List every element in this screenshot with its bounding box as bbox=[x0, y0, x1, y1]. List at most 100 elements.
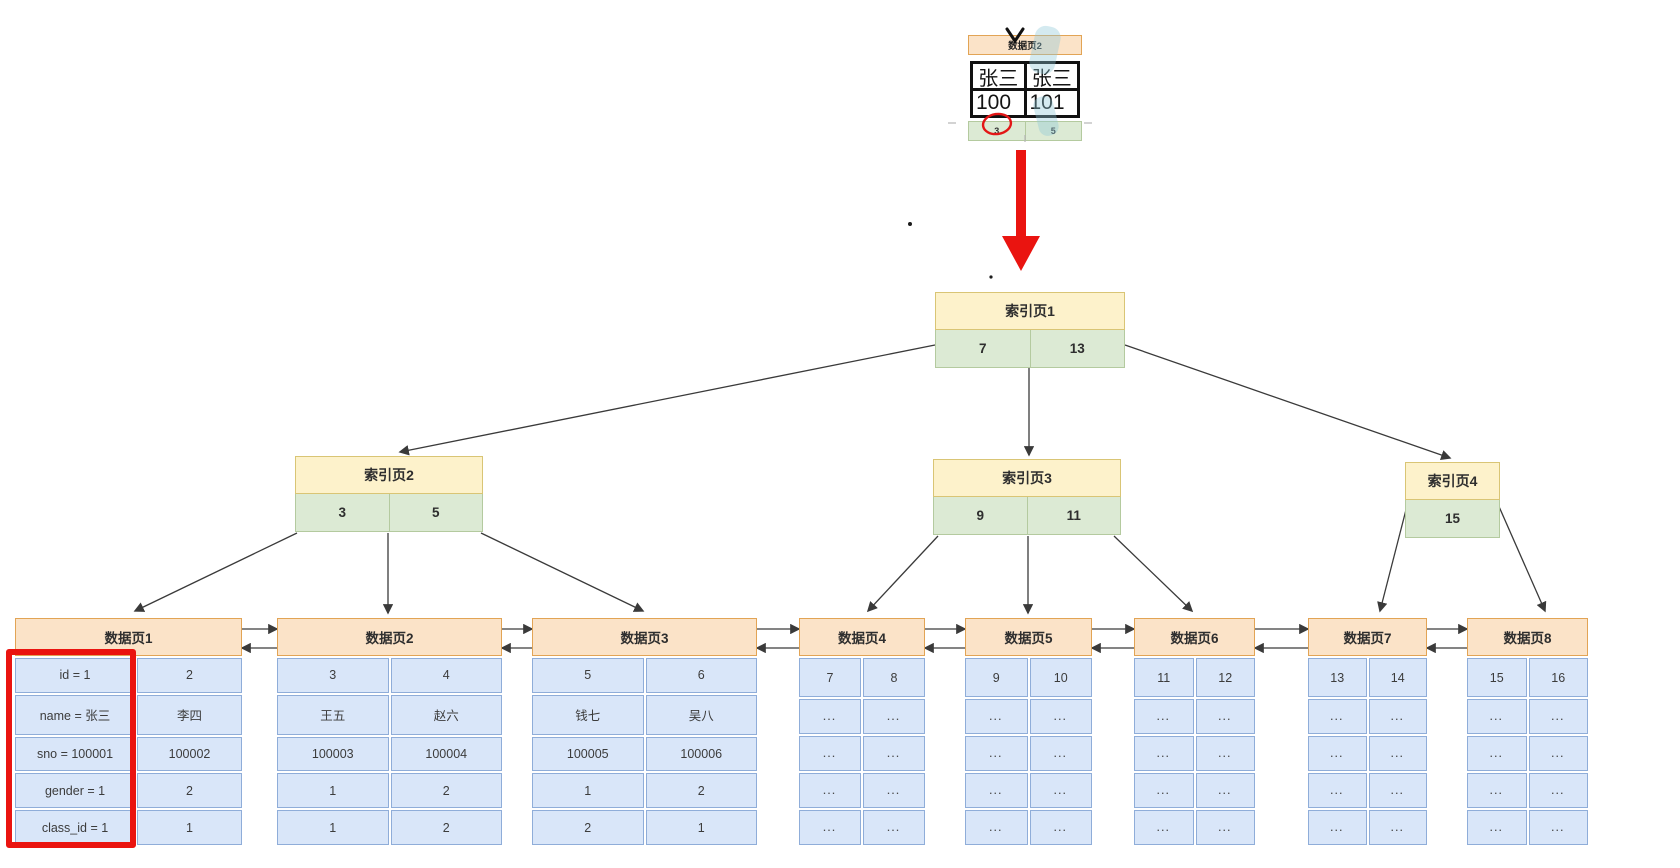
data-cell: ... bbox=[1134, 699, 1194, 734]
data-cell: ... bbox=[965, 736, 1028, 771]
data-cell: ... bbox=[1308, 810, 1367, 845]
data-cell: ... bbox=[1528, 699, 1588, 734]
edge-index3-to-data4 bbox=[866, 535, 939, 613]
data-cell: ... bbox=[1308, 736, 1367, 771]
data-cell: ... bbox=[799, 810, 861, 845]
data-cell: 12 bbox=[1195, 658, 1255, 697]
data-cell: ... bbox=[1029, 810, 1092, 845]
index-key-cell: 5 bbox=[389, 494, 483, 532]
data-cell: 1 bbox=[277, 773, 389, 809]
data-cell: 100002 bbox=[137, 736, 242, 772]
data-cell: 2 bbox=[137, 658, 242, 693]
mini-record-table: 张三 张三 100 101 bbox=[970, 61, 1080, 118]
data-cell: ... bbox=[863, 699, 925, 734]
data-cell: ... bbox=[1029, 736, 1092, 771]
data-cell: gender = 1 bbox=[15, 773, 135, 809]
data-cell: ... bbox=[1029, 773, 1092, 808]
data-cell: 李四 bbox=[137, 694, 242, 735]
data-cell: 赵六 bbox=[390, 694, 502, 735]
mini-key-cell: 3 bbox=[968, 121, 1026, 141]
index-page: 索引页4 15 bbox=[1405, 462, 1500, 538]
stray-dot bbox=[989, 275, 993, 279]
index-key-cell: 11 bbox=[1027, 497, 1121, 535]
index-key-cell: 3 bbox=[295, 494, 390, 532]
data-cell: ... bbox=[1195, 736, 1255, 771]
data-page-title: 数据页8 bbox=[1467, 618, 1588, 656]
data-cell: ... bbox=[1467, 773, 1527, 808]
data-cell: 10 bbox=[1029, 658, 1092, 697]
data-cell: ... bbox=[1134, 773, 1194, 808]
mini-data-page: 数据页2 张三 张三 100 101 3 5 bbox=[968, 35, 1082, 141]
data-cell: 6 bbox=[645, 658, 757, 693]
index-page-title: 索引页2 bbox=[295, 456, 483, 494]
index-key-cell: 9 bbox=[933, 497, 1028, 535]
data-cell: 15 bbox=[1467, 658, 1527, 697]
data-cell: ... bbox=[965, 699, 1028, 734]
data-cell: 100005 bbox=[532, 736, 644, 772]
data-cell: ... bbox=[863, 810, 925, 845]
edge-index4-to-data8 bbox=[1496, 501, 1547, 613]
data-cell: 钱七 bbox=[532, 694, 644, 735]
data-cell: 2 bbox=[390, 773, 502, 809]
data-cell: 2 bbox=[390, 810, 502, 845]
edge-index4-to-data7 bbox=[1377, 501, 1409, 613]
data-cell: ... bbox=[1528, 810, 1588, 845]
data-cell: ... bbox=[965, 810, 1028, 845]
index-key-row: 15 bbox=[1405, 500, 1500, 538]
data-cell: 2 bbox=[645, 773, 757, 809]
data-cell: ... bbox=[1467, 736, 1527, 771]
data-cell: 8 bbox=[863, 658, 925, 697]
data-cell: ... bbox=[1308, 699, 1367, 734]
data-cell: ... bbox=[799, 736, 861, 771]
mini-data-page-title: 数据页2 bbox=[968, 35, 1082, 55]
mini-key-cell: 5 bbox=[1025, 121, 1082, 141]
edge-index1-to-index2 bbox=[398, 344, 936, 456]
data-cell: ... bbox=[1195, 699, 1255, 734]
data-cell: ... bbox=[799, 699, 861, 734]
data-cell: 1 bbox=[532, 773, 644, 809]
edge-index2-to-data3 bbox=[480, 532, 645, 612]
highlight-rectangle bbox=[6, 649, 136, 848]
record-value-cell: 101 bbox=[1026, 91, 1077, 115]
data-cell: ... bbox=[1368, 810, 1427, 845]
data-cell: 100003 bbox=[277, 736, 389, 772]
data-cell: 13 bbox=[1308, 658, 1367, 697]
mini-key-row: 3 5 bbox=[968, 121, 1082, 141]
data-page-title: 数据页4 bbox=[799, 618, 925, 656]
data-cell: ... bbox=[1029, 699, 1092, 734]
data-cell: ... bbox=[1195, 810, 1255, 845]
record-name-cell: 张三 bbox=[1026, 64, 1077, 90]
data-page-title: 数据页2 bbox=[277, 618, 502, 656]
data-cell: ... bbox=[863, 736, 925, 771]
stray-dot bbox=[908, 222, 912, 226]
data-cell: ... bbox=[1368, 699, 1427, 734]
data-cell: 14 bbox=[1368, 658, 1427, 697]
data-page-title: 数据页5 bbox=[965, 618, 1092, 656]
data-page-title: 数据页6 bbox=[1134, 618, 1255, 656]
data-cell: ... bbox=[863, 773, 925, 808]
data-cell: 吴八 bbox=[645, 694, 757, 735]
data-cell: 5 bbox=[532, 658, 644, 693]
record-name-cell: 张三 bbox=[973, 64, 1024, 90]
data-cell: ... bbox=[1134, 810, 1194, 845]
data-cell: name = 张三 bbox=[15, 694, 135, 735]
data-page-title: 数据页3 bbox=[532, 618, 757, 656]
data-cell: ... bbox=[1308, 773, 1367, 808]
data-cell: ... bbox=[1368, 736, 1427, 771]
data-cell: 9 bbox=[965, 658, 1028, 697]
edge-index1-to-index4 bbox=[1124, 344, 1452, 461]
